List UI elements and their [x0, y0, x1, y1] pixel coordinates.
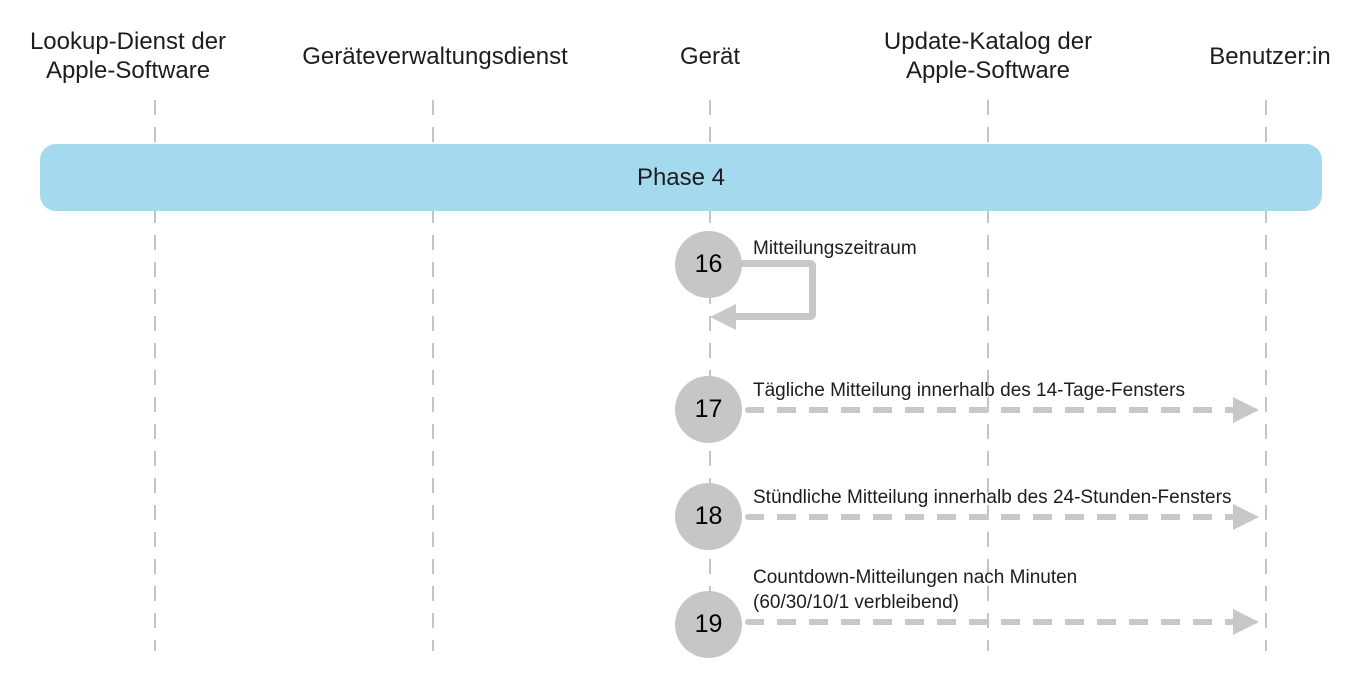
column-header-update-catalog: Update-Katalog der Apple-Software — [883, 28, 1093, 84]
phase-banner: Phase 4 — [40, 144, 1322, 211]
step-circle-18: 18 — [675, 483, 742, 550]
lifeline-lookup-service — [154, 100, 156, 651]
step-number: 16 — [694, 250, 723, 278]
phase-label: Phase 4 — [636, 163, 726, 191]
step-number: 19 — [694, 610, 723, 638]
arrowhead-right-icon — [1233, 609, 1259, 635]
step-circle-17: 17 — [675, 376, 742, 443]
step-number: 18 — [694, 502, 723, 530]
column-header-device: Gerät — [679, 43, 741, 70]
dashed-arrow-line — [745, 619, 1235, 625]
lifeline-device-management — [432, 100, 434, 651]
lifeline-update-catalog — [987, 100, 989, 651]
step-circle-19: 19 — [675, 591, 742, 658]
arrowhead-right-icon — [1233, 397, 1259, 423]
dashed-arrow-line — [745, 407, 1235, 413]
arrowhead-right-icon — [1233, 504, 1259, 530]
self-loop-arrow — [735, 260, 816, 320]
lifeline-device — [709, 100, 711, 651]
arrowhead-left-icon — [710, 304, 736, 330]
column-header-device-management: Geräteverwaltungsdienst — [302, 43, 568, 70]
step-label-16: Mitteilungszeitraum — [753, 238, 917, 259]
column-header-lookup-service: Lookup-Dienst der Apple-Software — [29, 28, 227, 84]
step-label-17: Tägliche Mitteilung innerhalb des 14-Tag… — [753, 380, 1185, 401]
step-circle-16: 16 — [675, 231, 742, 298]
step-label-18: Stündliche Mitteilung innerhalb des 24-S… — [753, 487, 1232, 508]
step-label-19: Countdown-Mitteilungen nach Minuten (60/… — [753, 567, 1078, 613]
column-header-user: Benutzer:in — [1209, 43, 1331, 70]
dashed-arrow-line — [745, 514, 1235, 520]
lifeline-user — [1265, 100, 1267, 651]
step-number: 17 — [694, 395, 723, 423]
